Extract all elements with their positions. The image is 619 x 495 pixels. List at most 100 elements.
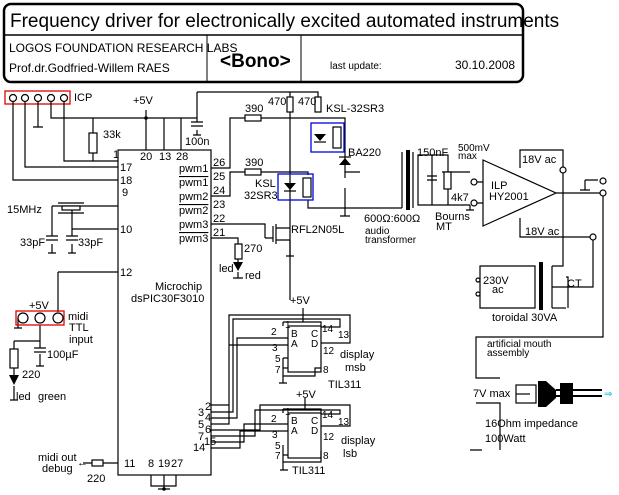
c-label: C xyxy=(311,416,318,427)
mains-2-label: ac xyxy=(492,284,504,296)
b-label: B xyxy=(291,329,298,340)
ct-label: CT xyxy=(567,278,582,290)
author: Prof.dr.Godfried-Willem RAES xyxy=(9,61,170,75)
mouth-2-label: assembly xyxy=(487,348,529,359)
midi-out-2-label: debug xyxy=(42,463,73,475)
last-update-label: last update: xyxy=(330,61,382,72)
p1-label: 1 xyxy=(285,320,291,331)
pot-brand-1-label: Bourns xyxy=(435,211,470,223)
supply-pos-label: 18V ac xyxy=(522,154,557,166)
4-label: 6 xyxy=(205,424,211,436)
mosfet-icon xyxy=(265,224,294,257)
5-label: 12 xyxy=(120,267,132,279)
1-label: 25 xyxy=(213,171,225,183)
p2-label: 2 xyxy=(271,414,277,425)
a-label: A xyxy=(291,426,298,437)
pot-label: 4k7 xyxy=(451,192,469,204)
resistor-220-b xyxy=(91,459,104,467)
last-update-date: 30.10.2008 xyxy=(455,58,515,72)
mains-1-label: 230V xyxy=(483,275,509,287)
c-33pf-a-label: 33pF xyxy=(20,237,45,249)
resistor-33k xyxy=(88,132,98,154)
terminals xyxy=(470,166,607,297)
mouth-1-label: artificial mouth xyxy=(487,339,551,350)
4-label: 10 xyxy=(120,224,132,236)
lab-name: LOGOS FOUNDATION RESEARCH LABS xyxy=(9,41,238,55)
c-100uf-label: 100µF xyxy=(47,349,79,361)
p1-label: 1 xyxy=(285,407,291,418)
optocoupler-a xyxy=(310,122,345,153)
5-label: pwm3 xyxy=(179,233,208,245)
r-220-b-label: 220 xyxy=(87,473,105,485)
audio-transformer-core xyxy=(406,150,410,210)
supply-neg-label: 18V ac xyxy=(525,226,560,238)
p13-label: 13 xyxy=(338,330,350,341)
0-label: 1 xyxy=(113,149,119,161)
1-label: 13 xyxy=(159,151,171,163)
chip-label-2: dsPIC30F3010 xyxy=(131,293,204,305)
midi-3-label: input xyxy=(69,334,93,346)
icp-label: ICP xyxy=(74,92,92,104)
icp-connector: ICP xyxy=(4,90,92,105)
xfmr-1-label: audio xyxy=(365,226,390,237)
component-labels: +5V 33k 390 390 470 470 KSL-32SR3 KSL 32… xyxy=(7,95,582,485)
diode-icon xyxy=(339,156,351,165)
led-red-icon xyxy=(233,262,243,271)
vmax-label: 7V max xyxy=(473,388,511,400)
p8-label: 8 xyxy=(323,365,329,376)
c-150nf-label: 150nF xyxy=(417,147,448,159)
disp-msb-2-label: msb xyxy=(345,362,366,374)
4-label: pwm3 xyxy=(179,219,208,231)
amplifier-triangle xyxy=(482,159,558,227)
0-label: 8 xyxy=(148,458,154,470)
resistor-390-a xyxy=(244,114,262,122)
p7-label: 7 xyxy=(275,365,281,376)
toroidal-transformer-core xyxy=(539,262,543,310)
optocoupler-b xyxy=(277,173,314,201)
0-label: pwm1 xyxy=(179,163,208,175)
p14-label: 14 xyxy=(322,324,334,335)
disp-lsb-vcc-label: +5V xyxy=(296,389,317,401)
artificial-mouth-plug: ⇒ xyxy=(515,381,612,407)
midi-2-label: TTL xyxy=(69,322,89,334)
vcc-top-label: +5V xyxy=(133,95,154,107)
resistor-220-a xyxy=(9,348,19,369)
disp-lsb-2-label: lsb xyxy=(343,448,357,460)
r-390-a-label: 390 xyxy=(245,103,263,115)
wires xyxy=(10,91,604,490)
3-label: 23 xyxy=(213,199,225,211)
resistor-270 xyxy=(234,243,243,260)
led-green-2-label: green xyxy=(38,391,66,403)
amp-2-label: HY2001 xyxy=(489,191,529,203)
r-390-b-label: 390 xyxy=(245,157,263,169)
p12-label: 12 xyxy=(323,432,335,443)
disp-msb-vcc-label: +5V xyxy=(290,295,311,307)
1-label: pwm1 xyxy=(179,177,208,189)
spk-1-label: 16Ohm impedance xyxy=(485,418,578,430)
pot-brand-2-label: MT xyxy=(436,221,452,233)
title-block: Frequency driver for electronically exci… xyxy=(2,2,559,84)
bottom-left-label: 11 xyxy=(124,458,135,470)
5-label: 21 xyxy=(213,227,225,239)
c-33pf-b-label: 33pF xyxy=(78,237,103,249)
midi-vcc-label: +5V xyxy=(29,300,50,312)
opto-b-1-label: KSL xyxy=(255,178,276,190)
potentiometer-4k7 xyxy=(443,171,452,190)
disp-msb-ic-label: TIL311 xyxy=(328,379,361,391)
resistor-470-b xyxy=(314,96,322,113)
mosfet-label: RFL2N05L xyxy=(291,224,344,236)
r-470-a-label: 470 xyxy=(268,96,286,108)
2-label: pwm2 xyxy=(179,191,208,203)
2-label: 28 xyxy=(176,151,188,163)
1-label: 3 xyxy=(198,407,204,419)
p13-label: 13 xyxy=(338,417,350,428)
p12-label: 12 xyxy=(323,346,335,357)
p5-label: 5 xyxy=(275,354,281,365)
2-label: 27 xyxy=(171,458,183,470)
xfmr-ratio-label: 600Ω:600Ω xyxy=(364,213,420,225)
3-label: pwm2 xyxy=(179,205,208,217)
d-label: D xyxy=(311,426,318,437)
amp-1-label: ILP xyxy=(491,180,508,192)
p3-label: 3 xyxy=(272,430,278,441)
